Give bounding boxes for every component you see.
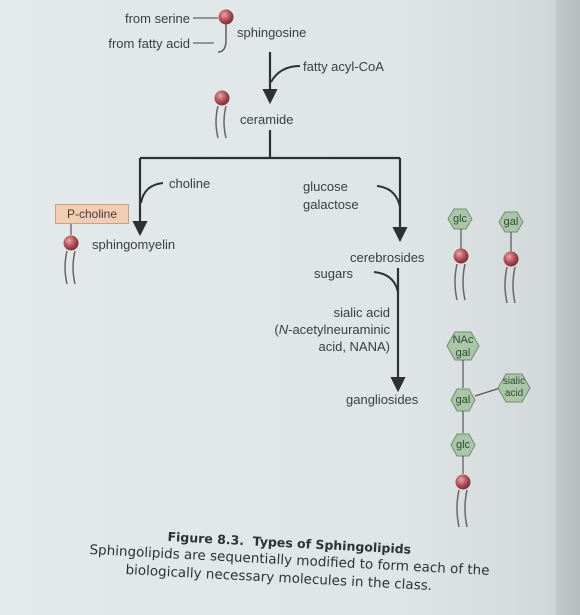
- cerebroside-gal-molecule: [498, 211, 524, 304]
- fatty-acyl-coa-curve: [270, 65, 301, 83]
- n-acetyl-rest: -acetylneuraminic: [288, 322, 390, 337]
- glucose-curve: [376, 185, 401, 208]
- fatty-acyl-coa-label: fatty acyl-CoA: [303, 59, 384, 74]
- glucose-label: glucose: [303, 179, 348, 194]
- n-acetyl-paren: (: [274, 322, 279, 337]
- sialic-text-2: acid: [504, 388, 524, 399]
- glc-hexagon: [447, 208, 473, 230]
- sphingomyelin-molecule: [63, 222, 79, 285]
- glc-top-text: glc: [452, 213, 468, 225]
- gal-top-text: gal: [503, 216, 519, 228]
- galactose-label: galactose: [303, 197, 359, 212]
- gal-mid-text: gal: [455, 394, 471, 406]
- glc-bottom-text: glc: [455, 439, 471, 451]
- sugars-curve: [373, 271, 399, 293]
- from-fatty-acid-label: from fatty acid: [108, 36, 190, 51]
- sphingomyelin-label: sphingomyelin: [92, 237, 176, 252]
- cerebroside-glc-molecule: [447, 208, 473, 301]
- acid-nana-label: acid, NANA): [318, 339, 390, 354]
- gal-mid-hexagon: [450, 388, 476, 412]
- nac-text-2: gal: [455, 347, 471, 359]
- sialic-acid-label: sialic acid: [333, 305, 390, 320]
- p-choline-label: P-choline: [66, 207, 118, 221]
- ceramide-label: ceramide: [240, 112, 294, 127]
- sphingosine-label: sphingosine: [237, 25, 307, 40]
- sphingosine-molecule: [217, 9, 234, 53]
- gangliosides-label: gangliosides: [346, 392, 419, 407]
- nac-gal-hexagon: [446, 331, 480, 361]
- nac-text-1: NAc: [452, 334, 474, 346]
- sialic-acid-hexagon: [497, 373, 531, 403]
- cerebrosides-label: cerebrosides: [350, 250, 425, 265]
- ganglioside-molecule: [446, 331, 531, 528]
- gal-hexagon: [498, 211, 524, 233]
- choline-label: choline: [169, 176, 211, 191]
- p-choline-box: P-choline: [55, 204, 129, 224]
- n-acetylneuraminic-label: (N-acetylneuraminic: [230, 322, 390, 337]
- n-acetyl-n: N: [278, 322, 289, 337]
- from-serine-label: from serine: [124, 11, 190, 26]
- page-binding-edge: [556, 0, 580, 615]
- sialic-text-1: sialic: [502, 376, 526, 387]
- glc-bottom-hexagon: [450, 433, 476, 457]
- choline-curve: [140, 182, 164, 204]
- sugars-label: sugars: [314, 266, 354, 281]
- ceramide-molecule: [214, 90, 230, 139]
